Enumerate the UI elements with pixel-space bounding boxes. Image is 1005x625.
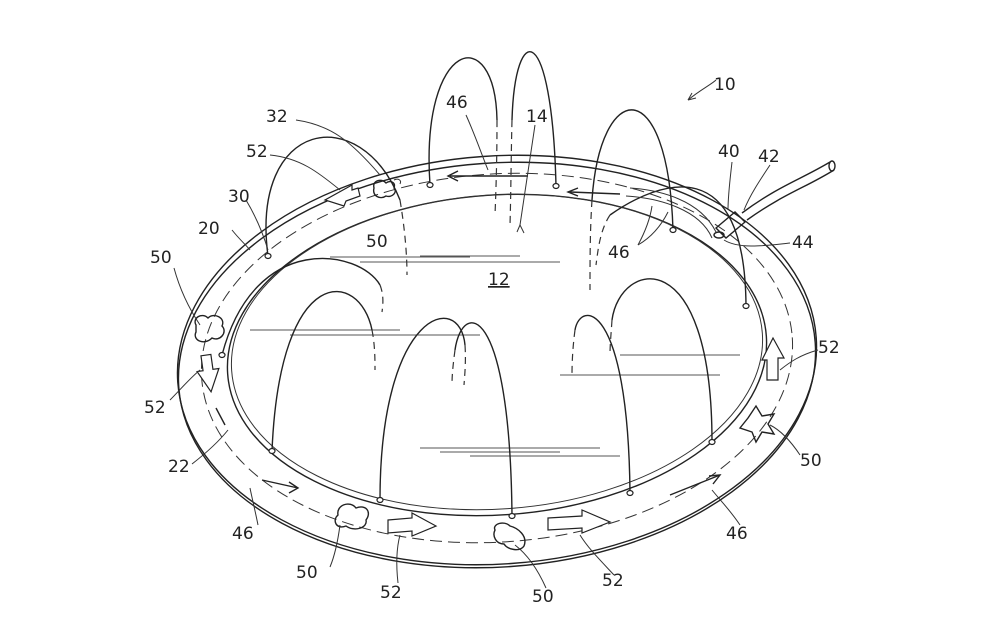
flow-arrows-line — [215, 170, 722, 496]
nozzle-holes — [218, 181, 750, 520]
label-10: 10 — [714, 75, 736, 95]
label-46-bottom-left: 46 — [232, 524, 254, 544]
label-46-bottom-right: 46 — [726, 524, 748, 544]
reference-labels: 10 46 14 32 52 40 42 30 20 50 44 46 12 5… — [144, 75, 840, 607]
label-52-bottom-mid-right: 52 — [602, 571, 624, 591]
decorative-characters — [194, 178, 776, 551]
label-40: 40 — [718, 142, 740, 162]
label-20: 20 — [198, 219, 220, 239]
label-46-top: 46 — [446, 93, 468, 113]
label-52-top-left: 52 — [246, 142, 268, 162]
leader-lines — [169, 79, 819, 589]
water-jets — [221, 51, 747, 517]
label-50-top: 50 — [366, 232, 388, 252]
label-22: 22 — [168, 457, 190, 477]
label-44: 44 — [792, 233, 814, 253]
label-50-right: 50 — [800, 451, 822, 471]
label-32: 32 — [266, 107, 288, 127]
ring-centerline — [200, 172, 794, 544]
water-surface-hatching — [250, 255, 740, 457]
label-12: 12 — [488, 270, 510, 290]
label-50-left: 50 — [150, 248, 172, 268]
flow-arrows-outline — [196, 183, 786, 537]
ring-inner-shadow-edge — [230, 193, 764, 511]
label-52-bottom-mid-left: 52 — [380, 583, 402, 603]
hose-inlet — [625, 160, 836, 239]
label-42: 42 — [758, 147, 780, 167]
ring-outer-shadow-edge — [177, 161, 817, 569]
label-46-right-top: 46 — [608, 243, 630, 263]
label-50-bottom-left: 50 — [296, 563, 318, 583]
label-50-bottom-mid: 50 — [532, 587, 554, 607]
label-14: 14 — [526, 107, 548, 127]
label-52-left: 52 — [144, 398, 166, 418]
label-30: 30 — [228, 187, 250, 207]
label-52-right: 52 — [818, 338, 840, 358]
